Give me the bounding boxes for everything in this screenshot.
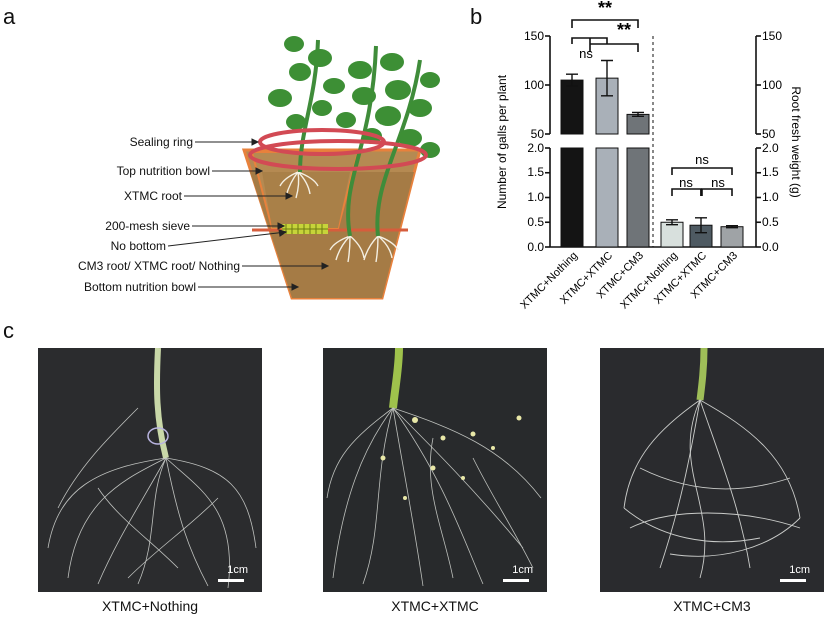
- bar-lower-segment: [595, 147, 619, 248]
- error-bar: [666, 219, 678, 226]
- tick-label-lower-left: 0.0: [527, 240, 544, 254]
- label-sealing-ring: Sealing ring: [130, 135, 193, 149]
- y-axis-right-label: Root fresh weight (g): [789, 86, 803, 197]
- tick-label-lower-right: 1.0: [762, 190, 779, 204]
- tick-label-upper-right: 150: [762, 29, 782, 43]
- scale-bar-label: 1cm: [789, 564, 810, 576]
- bar: [595, 59, 619, 248]
- tick-label-lower-right: 2.0: [762, 141, 779, 155]
- callout-arrows: [167, 138, 330, 291]
- root-photo-xtmc-cm3: 1cm: [600, 348, 824, 592]
- roots: [279, 171, 399, 263]
- bar-segment: [660, 221, 684, 248]
- pot-diagram: Sealing ring Top nutrition bowl XTMC roo…: [78, 36, 440, 300]
- photo-caption: XTMC+XTMC: [391, 598, 479, 614]
- sealing-ring: [248, 128, 428, 171]
- tick-label-upper-right: 50: [762, 127, 776, 141]
- diagram-labels: Sealing ring Top nutrition bowl XTMC roo…: [78, 135, 240, 294]
- bar: [720, 225, 744, 248]
- label-xtmc-root: XTMC root: [124, 189, 183, 203]
- label-bottom-nutrition-bowl: Bottom nutrition bowl: [84, 280, 196, 294]
- sig-label: **: [598, 0, 612, 18]
- bar-segment: [626, 113, 650, 135]
- label-no-bottom: No bottom: [111, 239, 166, 253]
- tick-label-lower-left: 2.0: [527, 141, 544, 155]
- tick-label-lower-right: 0.0: [762, 240, 779, 254]
- label-top-nutrition-bowl: Top nutrition bowl: [117, 164, 210, 178]
- sig-label: ns: [679, 175, 693, 190]
- tick-label-lower-right: 0.5: [762, 215, 779, 229]
- bar-lower-segment: [626, 147, 650, 248]
- scale-bar-label: 1cm: [512, 564, 533, 576]
- tick-label-lower-left: 1.5: [527, 165, 544, 179]
- tick-label-upper-left: 100: [524, 78, 544, 92]
- panel-letter-b: b: [470, 4, 483, 29]
- error-bar: [566, 73, 578, 87]
- error-bar: [726, 225, 738, 229]
- sig-label: **: [617, 20, 631, 40]
- sig-label: ns: [579, 46, 593, 61]
- photo-caption: XTMC+CM3: [673, 598, 751, 614]
- root-photo-xtmc-nothing: 1cm: [38, 348, 262, 592]
- bar: [560, 73, 584, 248]
- tick-label-lower-right: 1.5: [762, 165, 779, 179]
- tick-label-upper-left: 150: [524, 29, 544, 43]
- tick-label-upper-right: 100: [762, 78, 782, 92]
- label-bottom-roots: CM3 root/ XTMC root/ Nothing: [78, 259, 240, 273]
- bar: [689, 217, 713, 248]
- x-tick-label: XTMC+XTMC: [652, 250, 709, 307]
- bar: [660, 219, 684, 248]
- scale-bar-label: 1cm: [227, 564, 248, 576]
- root-photo-xtmc-xtmc: 1cm: [323, 348, 547, 592]
- bar: [626, 111, 650, 248]
- mesh-sieve: [282, 224, 328, 234]
- label-mesh-sieve: 200-mesh sieve: [105, 219, 190, 233]
- panel-letter-a: a: [3, 4, 16, 29]
- top-nutrition-bowl: [250, 151, 360, 229]
- tick-label-lower-left: 1.0: [527, 190, 544, 204]
- error-bar: [632, 111, 644, 118]
- bar-chart: Number of galls per plant Root fresh wei…: [495, 0, 803, 312]
- tick-label-upper-left: 50: [531, 127, 545, 141]
- tick-label-lower-left: 0.5: [527, 215, 544, 229]
- error-bar: [695, 217, 707, 234]
- photo-caption: XTMC+Nothing: [101, 598, 199, 614]
- sig-label: ns: [711, 175, 725, 190]
- sig-label: ns: [695, 152, 709, 167]
- y-axis-left-label: Number of galls per plant: [495, 74, 509, 209]
- panel-letter-c: c: [3, 318, 14, 343]
- error-bar: [601, 59, 613, 97]
- bar-segment: [720, 226, 744, 248]
- bar-lower-segment: [560, 147, 584, 248]
- bar-segment: [560, 79, 584, 135]
